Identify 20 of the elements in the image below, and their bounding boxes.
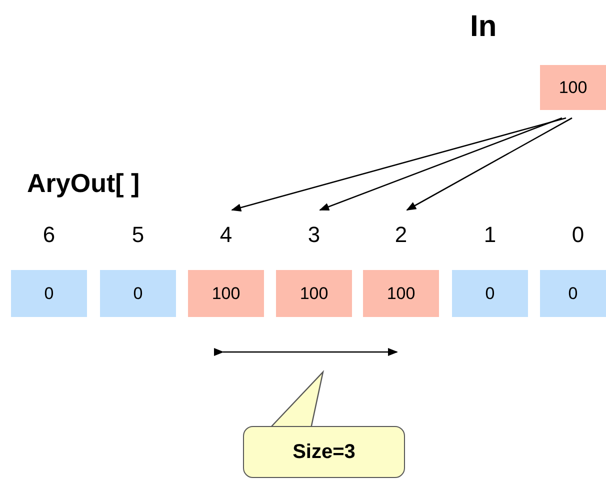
index-number: 4 [212, 222, 240, 248]
arrow [231, 117, 566, 212]
value-cell: 0 [100, 270, 176, 317]
index-number: 5 [124, 222, 152, 248]
input-heading: In [470, 12, 497, 42]
index-number: 3 [300, 222, 328, 248]
index-number: 1 [476, 222, 504, 248]
index-number: 6 [35, 222, 63, 248]
value-cell: 0 [452, 270, 528, 317]
index-number: 0 [564, 222, 592, 248]
value-cell: 0 [540, 270, 606, 317]
value-cell: 100 [540, 65, 606, 110]
value-cell: 100 [363, 270, 439, 317]
value-cell: 100 [276, 270, 352, 317]
arrow [406, 117, 572, 211]
arrow [319, 117, 562, 211]
array-heading: AryOut[ ] [27, 170, 140, 196]
value-cell: 0 [11, 270, 87, 317]
index-number: 2 [387, 222, 415, 248]
value-cell: 100 [188, 270, 264, 317]
